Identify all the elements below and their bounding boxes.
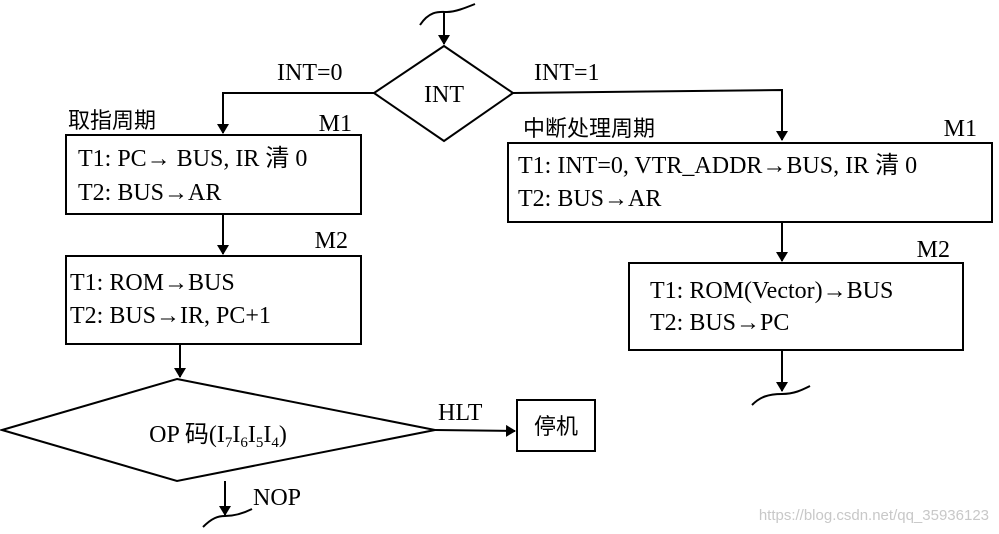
entry-break-wave	[419, 3, 476, 26]
fetch-m1-line2: T2: BUS→AR	[78, 180, 221, 206]
op-bit-5: I	[248, 422, 256, 448]
op-bit-6-sub: 6	[240, 435, 248, 451]
interrupt-m2-line2: T2: BUS→PC	[650, 310, 789, 336]
op-bit-5-sub: 5	[256, 435, 264, 451]
halt-label: 停机	[534, 415, 578, 440]
int-decision-label: INT	[424, 82, 464, 108]
fetch-m1-box	[65, 134, 362, 215]
op-decision-diamond	[0, 377, 436, 483]
halt-box	[516, 399, 596, 452]
interrupt-cycle-title: 中断处理周期	[523, 117, 655, 142]
op-decision-label: OP 码(I7I6I5I4)	[149, 422, 287, 451]
interrupt-m1-tag: M1	[944, 116, 977, 142]
int0-label: INT=0	[277, 60, 343, 86]
hlt-connector	[434, 424, 516, 437]
fetch-m2-line2: T2: BUS→IR, PC+1	[70, 303, 271, 329]
int1-label: INT=1	[534, 60, 600, 86]
fetch-m2-line1: T1: ROM→BUS	[70, 270, 235, 296]
interrupt-m2-box	[628, 262, 964, 351]
int0-connector	[217, 92, 374, 134]
interrupt-m2-line1: T1: ROM(Vector)→BUS	[650, 278, 893, 304]
fetch-cycle-title: 取指周期	[68, 109, 156, 134]
interrupt-m1-line2: T2: BUS→AR	[518, 186, 661, 212]
op-bit-6: I	[232, 422, 240, 448]
op-bit-4-sub: 4	[271, 435, 279, 451]
interrupt-exit-break-wave	[751, 385, 811, 406]
op-bit-7-sub: 7	[225, 435, 233, 451]
hlt-label: HLT	[438, 400, 483, 426]
op-suffix: )	[279, 422, 287, 448]
nop-break-wave	[202, 508, 253, 528]
op-bit-4: I	[263, 422, 271, 448]
op-prefix: OP 码(	[149, 422, 217, 448]
int1-connector	[512, 88, 788, 141]
nop-label: NOP	[253, 485, 301, 511]
interrupt-m1-box	[507, 142, 993, 223]
fetch-m1-line1: T1: PC→ BUS, IR 清 0	[78, 145, 307, 172]
int-decision-diamond	[372, 44, 515, 143]
op-bit-7: I	[217, 422, 225, 448]
interrupt-m2-tag: M2	[917, 237, 950, 263]
interrupt-m1-line1: T1: INT=0, VTR_ADDR→BUS, IR 清 0	[518, 152, 917, 179]
fetch-m1-tag: M1	[319, 111, 352, 137]
fetch-m2-box	[65, 255, 362, 345]
watermark: https://blog.csdn.net/qq_35936123	[759, 507, 989, 524]
fetch-m2-tag: M2	[315, 228, 348, 254]
